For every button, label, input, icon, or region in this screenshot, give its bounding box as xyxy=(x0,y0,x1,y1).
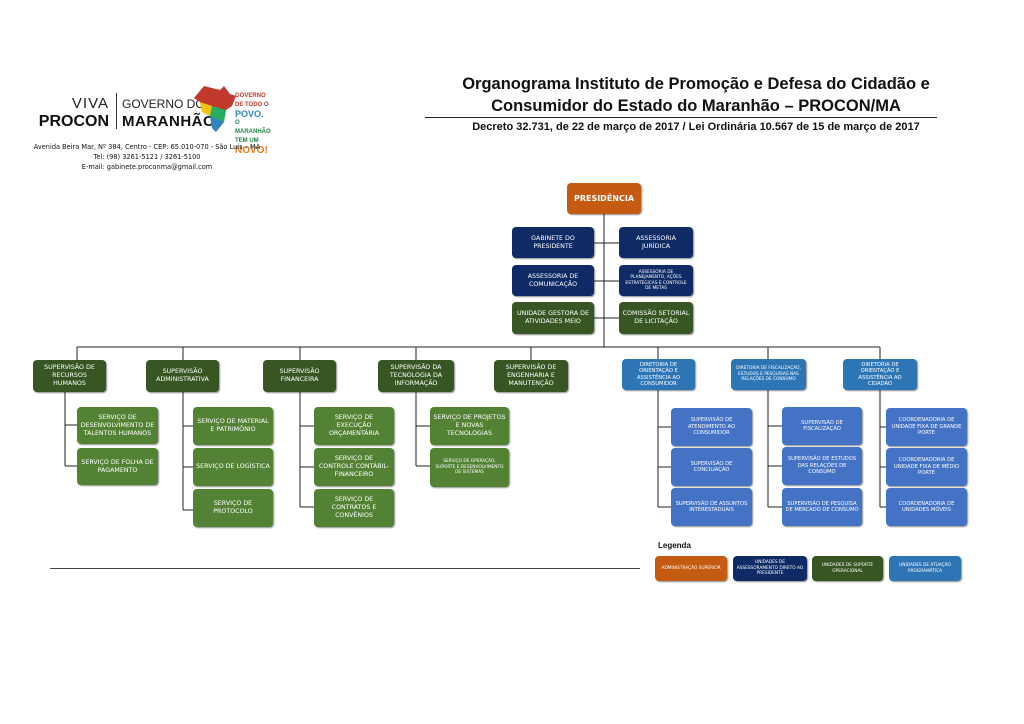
viva-procon-logo: VIVA PROCON xyxy=(27,95,109,131)
node-srv-protocolo: SERVIÇO DE PROTOCOLO xyxy=(193,489,273,527)
title-line-2: Consumidor do Estado do Maranhão – PROCO… xyxy=(491,97,901,115)
node-srv-contabil: SERVIÇO DE CONTROLE CONTÁBIL-FINANCEIRO xyxy=(314,448,394,486)
logo-maranhao-text: MARANHÃO xyxy=(122,113,216,130)
slogan-line-1: GOVERNO DE TODO O xyxy=(235,93,269,108)
governo-maranhao-logo: GOVERNO DO MARANHÃO xyxy=(122,95,215,131)
node-srv-orcamentaria: SERVIÇO DE EXECUÇÃO ORÇAMENTÁRIA xyxy=(314,407,394,445)
logo-divider xyxy=(116,93,117,129)
title-line-1: Organograma Instituto de Promoção e Defe… xyxy=(462,75,930,93)
legend-suporte: UNIDADES DE SUPORTE OPERACIONAL xyxy=(812,556,883,581)
slogan-line-3: O MARANHÃO TEM UM xyxy=(235,120,271,144)
node-sup-conciliacao: SUPERVISÃO DE CONCILIAÇÃO xyxy=(671,448,752,486)
page-title: Organograma Instituto de Promoção e Defe… xyxy=(418,73,974,117)
contact-address: Avenida Beira Mar, Nº 384, Centro - CEP:… xyxy=(22,142,272,172)
node-coord-medio-porte: COORDENADORIA DE UNIDADE FIXA DE MÉDIO P… xyxy=(886,448,967,486)
node-assessoria-comunicacao: ASSESSORIA DE COMUNICAÇÃO xyxy=(512,265,594,296)
maranhao-map-icon xyxy=(194,86,236,132)
node-sup-pesquisa: SUPERVISÃO DE PESQUISA DE MERCADO DE CON… xyxy=(782,488,862,526)
node-srv-material: SERVIÇO DE MATERIAL E PATRIMÔNIO xyxy=(193,407,273,445)
legend-admin-superior: ADMINISTRAÇÃO SUPERIOR xyxy=(655,556,727,581)
legend-atuacao: UNIDADES DE ATUAÇÃO PROGRAMÁTICA xyxy=(889,556,961,581)
slogan-line-4: NOVO! xyxy=(235,145,268,156)
logo-procon-text: PROCON xyxy=(38,113,109,130)
node-srv-talentos: SERVIÇO DE DESENVOLVIMENTO DE TALENTOS H… xyxy=(77,407,158,444)
node-comissao-licitacao: COMISSÃO SETORIAL DE LICITAÇÃO xyxy=(619,302,693,334)
node-dir-orientacao-consumidor: DIRETORIA DE ORIENTAÇÃO E ASSISTÊNCIA AO… xyxy=(622,359,695,390)
title-divider xyxy=(425,117,937,118)
email-line: E-mail: gabinete.proconma@gmail.com xyxy=(81,163,213,171)
node-coord-moveis: COORDENADORIA DE UNIDADES MÓVEIS xyxy=(886,488,967,526)
node-sup-interestaduais: SUPERVISÃO DE ASSUNTOS INTERESTADUAIS xyxy=(671,488,752,526)
node-sup-estudos: SUPERVISÃO DE ESTUDOS DAS RELAÇÕES DE CO… xyxy=(782,447,862,485)
phone-line: Tel: (98) 3261-5121 / 3261-5100 xyxy=(93,153,201,161)
node-srv-logistica: SERVIÇO DE LOGÍSTICA xyxy=(193,448,273,486)
government-slogan: GOVERNO DE TODO O POVO. O MARANHÃO TEM U… xyxy=(235,92,275,156)
node-sup-administrativa: SUPERVISÃO ADMINISTRATIVA xyxy=(146,360,219,392)
node-coord-grande-porte: COORDENADORIA DE UNIDADE FIXA DE GRANDE … xyxy=(886,408,967,446)
node-sup-atendimento: SUPERVISÃO DE ATENDIMENTO AO CONSUMIDOR xyxy=(671,408,752,446)
decree-subtitle: Decreto 32.731, de 22 de março de 2017 /… xyxy=(472,121,920,133)
node-srv-contratos: SERVIÇO DE CONTRATOS E CONVÊNIOS xyxy=(314,489,394,527)
node-srv-folha: SERVIÇO DE FOLHA DE PAGAMENTO xyxy=(77,448,158,485)
node-dir-fiscalizacao: DIRETORIA DE FISCALIZAÇÃO, ESTUDOS E PES… xyxy=(731,359,806,390)
logo-viva-text: VIVA xyxy=(71,95,109,112)
node-sup-financeira: SUPERVISÃO FINANCEIRA xyxy=(263,360,336,392)
footer-divider xyxy=(50,568,640,569)
logo-governo-text: GOVERNO DO xyxy=(122,97,205,111)
node-sup-fiscalizacao: SUPERVISÃO DE FISCALIZAÇÃO xyxy=(782,407,862,445)
node-presidencia: PRESIDÊNCIA xyxy=(567,183,641,214)
node-gabinete: GABINETE DO PRESIDENTE xyxy=(512,227,594,258)
address-line: Avenida Beira Mar, Nº 384, Centro - CEP:… xyxy=(33,143,261,151)
node-assessoria-planejamento: ASSESSORIA DE PLANEJAMENTO, AÇÕES ESTRAT… xyxy=(619,265,693,296)
legend-title: Legenda xyxy=(658,541,691,550)
node-sup-ti: SUPERVISÃO DA TECNOLOGIA DA INFORMAÇÃO xyxy=(378,360,454,392)
node-srv-projetos: SERVIÇO DE PROJETOS E NOVAS TECNOLOGIAS xyxy=(430,407,509,445)
legend-assessoramento: UNIDADES DE ASSESSORAMENTO DIRETO AO PRE… xyxy=(733,556,807,581)
node-dir-orientacao-cidadao: DIRETORIA DE ORIENTAÇÃO E ASSISTÊNCIA AO… xyxy=(843,359,917,390)
node-assessoria-juridica: ASSESSORIA JURÍDICA xyxy=(619,227,693,258)
node-srv-operacao: SERVIÇO DE OPERAÇÃO, SUPORTE E DESENVOLV… xyxy=(430,448,509,487)
node-sup-rh: SUPERVISÃO DE RECURSOS HUMANOS xyxy=(33,360,106,392)
node-sup-engenharia: SUPERVISÃO DE ENGENHARIA E MANUTENÇÃO xyxy=(494,360,568,392)
slogan-line-2: POVO. xyxy=(235,109,264,119)
node-unidade-gestora: UNIDADE GESTORA DE ATIVIDADES MEIO xyxy=(512,302,594,334)
